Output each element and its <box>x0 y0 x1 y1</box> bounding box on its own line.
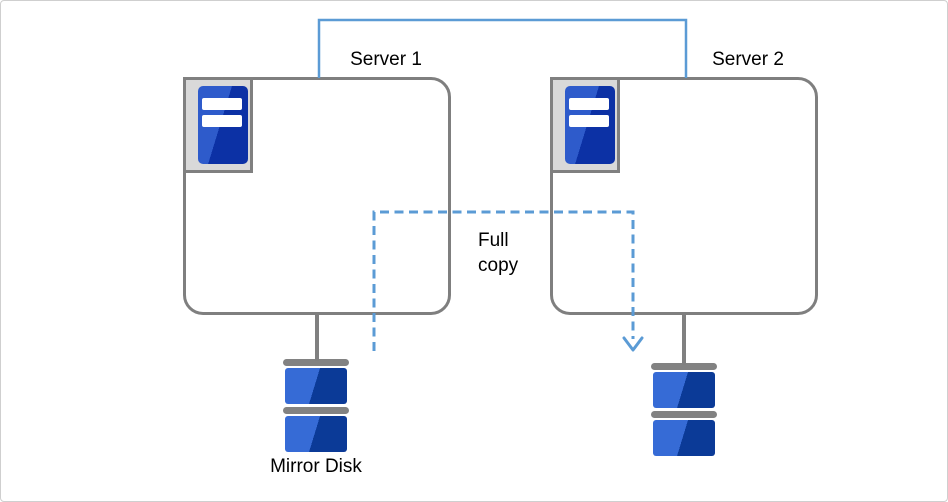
server2-icon <box>550 77 620 173</box>
full-copy-label: Full copy <box>478 228 540 278</box>
server-bar-icon <box>202 115 242 127</box>
disk-platter <box>653 420 715 456</box>
disk-platter <box>653 372 715 408</box>
disk-cap <box>651 363 717 370</box>
disk-platter <box>285 368 347 404</box>
disk-platter <box>285 416 347 452</box>
full-copy-arrowhead-icon <box>622 336 644 352</box>
server-front-icon <box>198 86 248 164</box>
server-bar-icon <box>569 98 609 110</box>
server1-icon <box>183 77 253 173</box>
server-bar-icon <box>569 115 609 127</box>
mirror-disk-icon <box>283 359 349 453</box>
disk-cap <box>283 407 349 414</box>
disk-cap <box>283 359 349 366</box>
server2-label: Server 2 <box>712 49 784 70</box>
server1-label: Server 1 <box>350 49 422 70</box>
mirror-disk-label: Mirror Disk <box>270 456 362 477</box>
disk-cap <box>651 411 717 418</box>
server-bar-icon <box>202 98 242 110</box>
server2-disk-icon <box>651 363 717 457</box>
server-front-icon <box>565 86 615 164</box>
